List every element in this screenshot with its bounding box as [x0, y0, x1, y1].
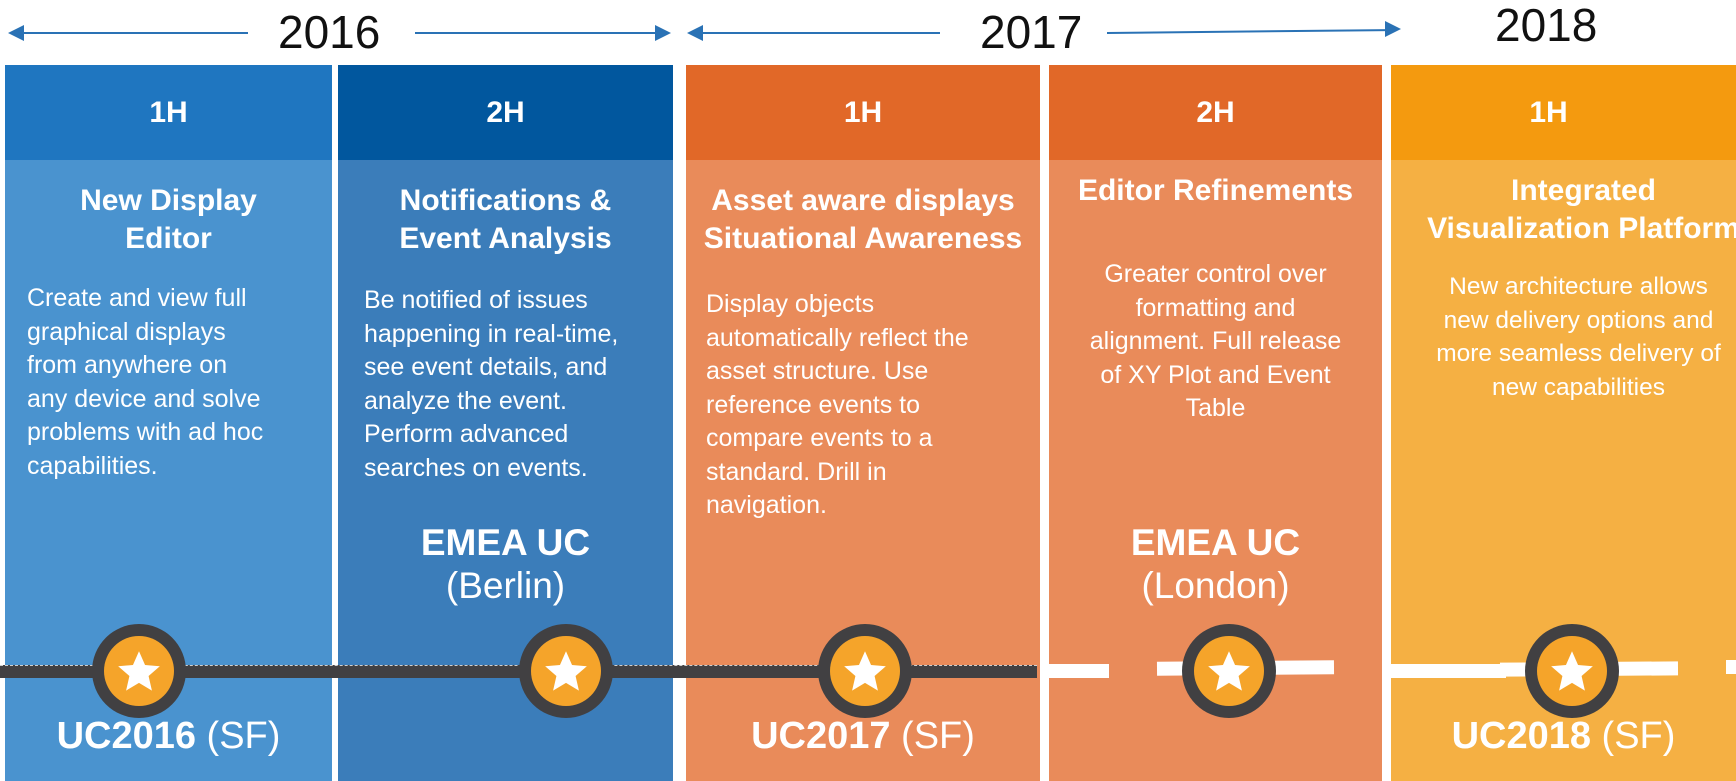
event-emea-berlin-name: EMEA UC [420, 522, 591, 563]
star-icon [830, 636, 900, 706]
star-icon [1537, 636, 1607, 706]
column-half-label: 1H [1391, 65, 1736, 160]
event-location: (SF) [195, 715, 281, 757]
column-title: Asset aware displays Situational Awarene… [703, 184, 1023, 255]
star-icon [1194, 636, 1264, 706]
column-description: New architecture allows new delivery opt… [1436, 273, 1721, 401]
column-title: New Display Editor [80, 184, 257, 255]
timeline-dash [1391, 664, 1506, 678]
timeline-dotted-overlay [0, 665, 1037, 666]
column-description: Display objects automatically reflect th… [706, 290, 969, 519]
year-arrow-2017-left-line [700, 32, 940, 34]
event-emea-berlin-location: (Berlin) [445, 565, 566, 606]
milestone-emea-london [1182, 624, 1276, 718]
arrow-right-icon [1385, 21, 1401, 37]
timeline-dash [1049, 664, 1109, 678]
milestone-emea-berlin [519, 624, 613, 718]
year-label-2018: 2018 [1495, 0, 1598, 51]
year-arrow-2016-left-line [20, 32, 248, 34]
column-half-label: 2H [338, 65, 673, 160]
column-half-label: 2H [1049, 65, 1382, 160]
column-description: Create and view full graphical displays … [27, 284, 264, 480]
year-label-2016: 2016 [278, 6, 381, 58]
event-name: UC2017 [751, 715, 891, 757]
bottom-label-uc2018: UC2018 (SF) [1391, 715, 1736, 758]
year-label-2017: 2017 [980, 6, 1083, 58]
bottom-label-uc2016: UC2016 (SF) [5, 715, 332, 758]
arrow-right-icon [655, 25, 671, 41]
column-half-label: 1H [5, 65, 332, 160]
event-location: (SF) [1590, 715, 1676, 757]
column-title: Integrated Visualization Platform [1427, 174, 1736, 245]
event-emea-london-name: EMEA UC [1130, 522, 1301, 563]
column-description: Be notified of issues happening in real-… [364, 286, 619, 482]
milestone-uc2018 [1525, 624, 1619, 718]
milestone-uc2016 [92, 624, 186, 718]
star-icon [531, 636, 601, 706]
event-name: UC2018 [1451, 715, 1591, 757]
bottom-label-uc2017: UC2017 (SF) [686, 715, 1040, 758]
column-half-label: 1H [686, 65, 1040, 160]
event-location: (SF) [890, 715, 975, 757]
timeline-bar [0, 665, 1037, 678]
column-title: Editor Refinements [1077, 174, 1354, 207]
milestone-uc2017 [818, 624, 912, 718]
year-arrow-2016-right-line [415, 32, 657, 34]
event-emea-london-location: (London) [1141, 565, 1290, 606]
event-name: UC2016 [56, 715, 196, 757]
year-arrow-2017-right-line [1106, 29, 1387, 34]
arrow-left-icon [687, 25, 703, 41]
timeline-dash [1726, 660, 1736, 674]
column-title: Notifications & Event Analysis [399, 184, 612, 255]
column-description: Greater control over formatting and alig… [1089, 260, 1342, 422]
star-icon [104, 636, 174, 706]
arrow-left-icon [8, 25, 24, 41]
